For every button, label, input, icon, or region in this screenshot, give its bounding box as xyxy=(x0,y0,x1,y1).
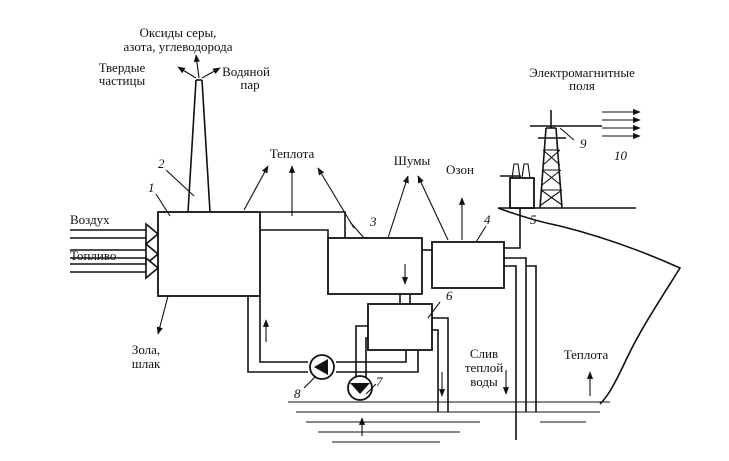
fuel-inlet-arrow-1 xyxy=(70,242,160,266)
water-surface xyxy=(288,401,610,443)
emf-arrows xyxy=(602,108,641,140)
fuel-inlet-arrow-2 xyxy=(70,256,160,280)
component-number-9: 9 xyxy=(580,136,587,151)
leader-lines xyxy=(155,127,575,395)
air-label: Воздух xyxy=(70,212,110,227)
component-number-7: 7 xyxy=(376,374,383,389)
solid-particles-label-1: Твердые xyxy=(99,60,146,75)
ash-arrow xyxy=(156,295,169,335)
emf-label-1: Электромагнитные xyxy=(529,65,635,80)
solid-particles-label-2: частицы xyxy=(99,73,146,88)
ash-label-1: Зола, xyxy=(132,342,160,357)
ash-label-2: шлак xyxy=(132,356,161,371)
heat-label: Теплота xyxy=(270,146,315,161)
feed-pump xyxy=(309,354,335,380)
steam-pipe xyxy=(260,211,346,238)
feed-water-pipe xyxy=(247,296,419,373)
component-number-3: 3 xyxy=(369,214,377,229)
ozone-label: Озон xyxy=(446,162,474,177)
chimney xyxy=(187,79,211,213)
heat-water-label: Теплота xyxy=(564,347,609,362)
heat-arrows xyxy=(243,165,355,229)
boiler-box xyxy=(157,211,261,297)
cooling-pump xyxy=(347,375,373,401)
substation xyxy=(498,163,636,209)
noise-label: Шумы xyxy=(394,153,431,168)
component-number-5: 5 xyxy=(530,212,537,227)
emissions-label-2: азота, углеводорода xyxy=(124,39,233,54)
component-number-2: 2 xyxy=(158,156,165,171)
turbine-box xyxy=(327,237,423,295)
component-number-10: 10 xyxy=(614,148,628,163)
emissions-label-1: Оксиды серы, xyxy=(140,25,217,40)
component-number-8: 8 xyxy=(294,386,301,401)
generator-cooling-pipe xyxy=(504,257,537,440)
fuel-label: Топливо xyxy=(70,248,116,263)
transmission-tower xyxy=(530,110,602,209)
steam-label-2: пар xyxy=(240,77,259,92)
chimney-emission-arrows xyxy=(177,54,221,79)
noise-arrows xyxy=(387,175,449,241)
emf-label-2: поля xyxy=(569,78,595,93)
shoreline xyxy=(497,207,682,405)
drain-label-2: теплой xyxy=(465,360,503,375)
turbine-to-condenser-pipe xyxy=(399,294,411,304)
power-line xyxy=(500,175,521,249)
condenser-box xyxy=(367,303,433,351)
component-number-6: 6 xyxy=(446,288,453,303)
generator-box xyxy=(431,241,505,289)
air-inlet-arrow xyxy=(70,222,160,246)
cooling-water-pipe xyxy=(355,317,449,412)
drain-label-3: воды xyxy=(470,374,498,389)
steam-label-1: Водяной xyxy=(222,64,270,79)
component-number-1: 1 xyxy=(148,180,155,195)
component-number-4: 4 xyxy=(484,212,491,227)
drain-label-1: Слив xyxy=(470,346,498,361)
